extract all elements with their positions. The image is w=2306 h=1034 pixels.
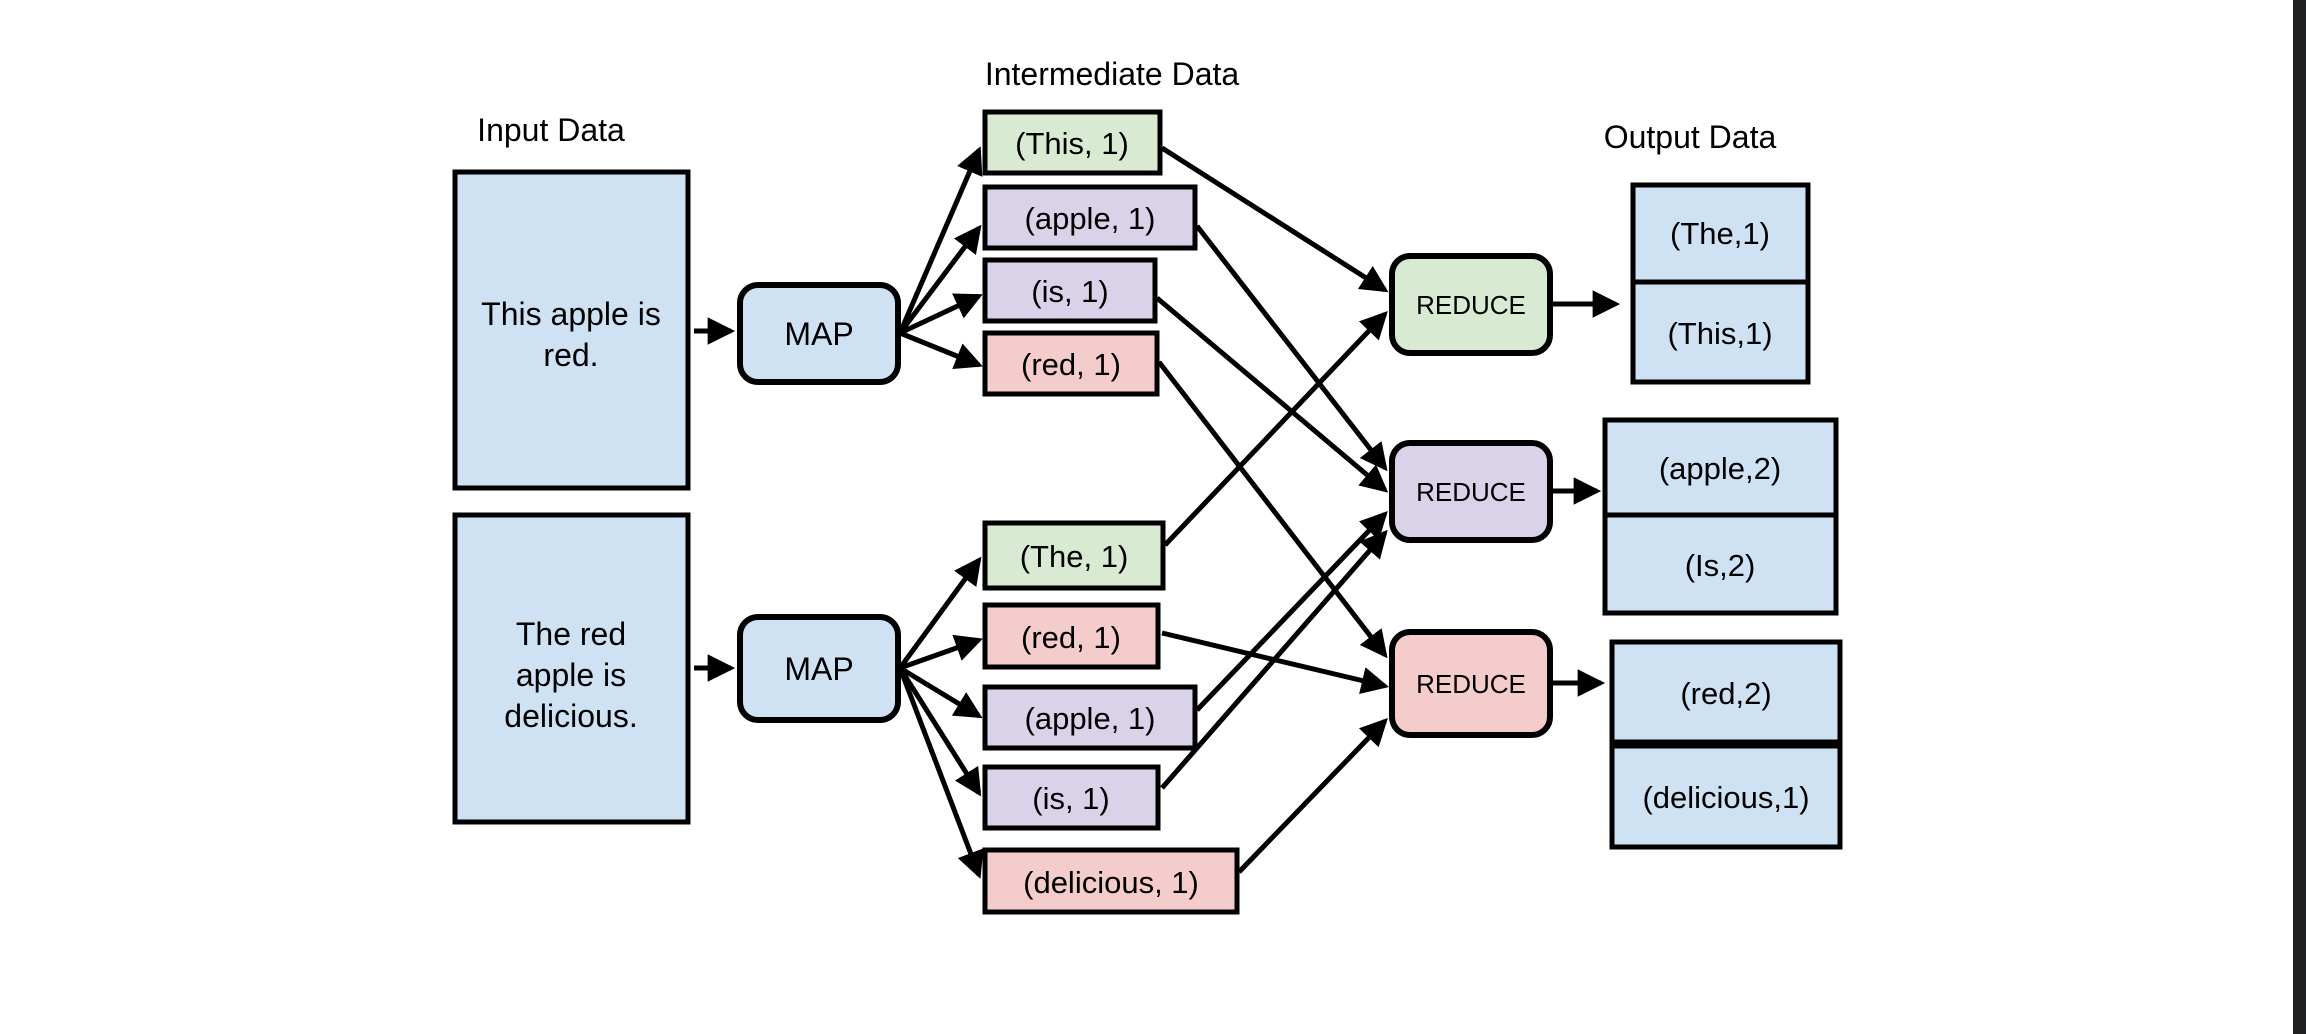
input-box-1-rect <box>452 169 691 491</box>
output-cell-apple <box>1602 417 1839 518</box>
arrow-delicious-reduce3 <box>1237 718 1388 874</box>
output-stack-2: (apple,2) (Is,2) <box>1602 417 1839 616</box>
svg-text:REDUCE: REDUCE <box>1416 669 1526 699</box>
intermediate-data-label: Intermediate Data <box>985 56 1240 92</box>
svg-text:(is, 1): (is, 1) <box>1031 274 1109 309</box>
intermediate-box-is-2: (is, 1) <box>982 764 1161 831</box>
arrow-map1-is <box>898 293 983 336</box>
arrow-the-reduce1 <box>1163 311 1388 547</box>
input-box-2: The red apple is delicious. <box>452 512 691 825</box>
intermediate-box-the: (The, 1) <box>982 520 1166 591</box>
output-data-label: Output Data <box>1604 119 1777 155</box>
arrow-map2-delicious <box>897 667 984 879</box>
output-stack-1: (The,1) (This,1) <box>1630 182 1811 385</box>
svg-text:(red,2): (red,2) <box>1680 676 1771 711</box>
reduce-node-3: REDUCE <box>1389 629 1553 738</box>
input-box-2-line-3: delicious. <box>504 698 637 734</box>
arrow-this-reduce1 <box>1160 145 1389 293</box>
output-stack-3: (red,2) (delicious,1) <box>1609 639 1843 850</box>
arrow-map2-apple <box>898 665 983 719</box>
arrow-map1-apple <box>898 224 982 335</box>
output-cell-this <box>1630 279 1811 385</box>
svg-text:(red, 1): (red, 1) <box>1021 347 1121 382</box>
intermediate-box-red-2: (red, 1) <box>982 602 1161 670</box>
output-cell-delicious <box>1609 743 1843 850</box>
intermediate-box-apple-2: (apple, 1) <box>982 684 1198 751</box>
intermediate-box-delicious: (delicious, 1) <box>982 847 1240 915</box>
arrow-is1-reduce2 <box>1155 296 1389 493</box>
intermediate-box-this: (This, 1) <box>982 109 1163 176</box>
svg-text:(Is,2): (Is,2) <box>1685 548 1756 583</box>
svg-text:(This,1): (This,1) <box>1667 316 1772 351</box>
svg-text:(apple, 1): (apple, 1) <box>1025 701 1156 736</box>
arrow-map1-red <box>899 330 983 369</box>
input-box-2-line-2: apple is <box>516 657 626 693</box>
reduce-node-1: REDUCE <box>1389 253 1553 356</box>
output-cell-the <box>1630 182 1811 285</box>
arrow-map2-red <box>899 634 983 671</box>
input-box-1-line-2: red. <box>543 337 598 373</box>
arrow-map2-is <box>897 666 982 797</box>
svg-text:(The, 1): (The, 1) <box>1020 539 1129 574</box>
map-node-1: MAP <box>737 282 901 385</box>
map-node-2: MAP <box>737 614 901 723</box>
input-box-1: This apple is red. <box>452 169 691 491</box>
arrow-map2-the <box>897 556 982 670</box>
intermediate-box-apple-1: (apple, 1) <box>982 184 1198 251</box>
intermediate-box-is-1: (is, 1) <box>982 257 1158 324</box>
output-cell-is <box>1602 512 1839 616</box>
svg-text:(The,1): (The,1) <box>1670 216 1770 251</box>
svg-text:(delicious,1): (delicious,1) <box>1642 780 1809 815</box>
intermediate-box-red-1: (red, 1) <box>982 330 1160 397</box>
arrow-red1-reduce3 <box>1157 360 1388 659</box>
arrow-apple1-reduce2 <box>1195 224 1388 472</box>
screen-edge-bar <box>2293 0 2306 1034</box>
map-node-2-label: MAP <box>784 651 853 687</box>
arrow-apple2-reduce2 <box>1195 511 1388 712</box>
svg-text:(This, 1): (This, 1) <box>1015 126 1129 161</box>
map-node-1-label: MAP <box>784 316 853 352</box>
svg-text:REDUCE: REDUCE <box>1416 477 1526 507</box>
svg-text:(delicious, 1): (delicious, 1) <box>1023 865 1199 900</box>
input-box-2-line-1: The red <box>516 616 626 652</box>
svg-text:(apple, 1): (apple, 1) <box>1025 201 1156 236</box>
arrow-map1-this <box>897 146 983 334</box>
output-cell-red <box>1609 639 1843 745</box>
svg-text:(apple,2): (apple,2) <box>1659 451 1781 486</box>
input-box-1-line-1: This apple is <box>481 296 661 332</box>
map-node-2-rect <box>737 614 901 723</box>
svg-text:(is, 1): (is, 1) <box>1032 781 1110 816</box>
reduce-node-2: REDUCE <box>1389 440 1553 543</box>
svg-text:REDUCE: REDUCE <box>1416 290 1526 320</box>
svg-text:(red, 1): (red, 1) <box>1021 620 1121 655</box>
input-box-2-rect <box>452 512 691 825</box>
map-node-1-rect <box>737 282 901 385</box>
input-data-label: Input Data <box>477 112 625 148</box>
arrow-red2-reduce3 <box>1161 630 1390 694</box>
